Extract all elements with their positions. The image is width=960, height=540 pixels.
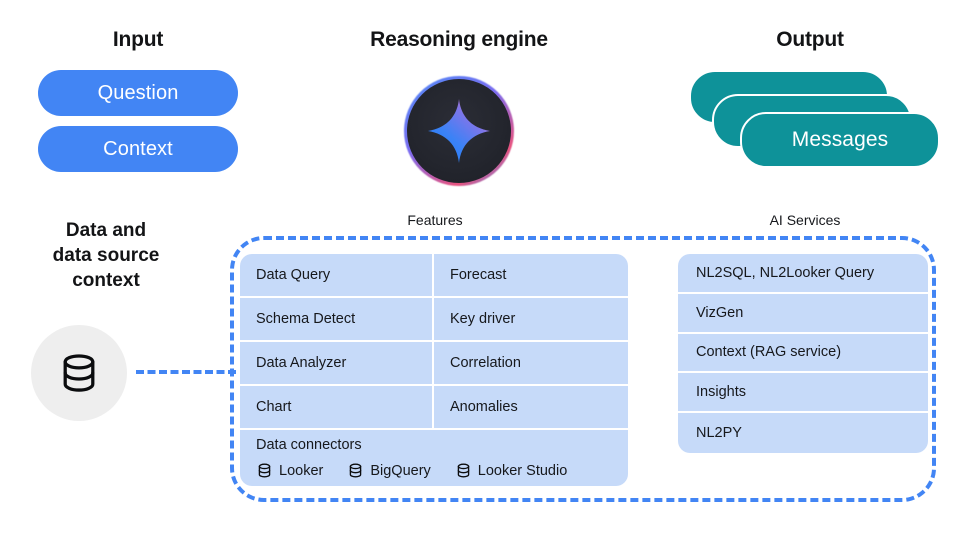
features-row: Schema Detect Key driver xyxy=(240,298,628,342)
data-source-connector-line xyxy=(136,370,236,374)
features-row: Data Query Forecast xyxy=(240,254,628,298)
feature-cell-correlation[interactable]: Correlation xyxy=(450,355,521,371)
column-title-input: Input xyxy=(112,28,164,51)
data-connectors-title: Data connectors xyxy=(256,437,362,453)
ai-services-card: NL2SQL, NL2Looker Query VizGen Context (… xyxy=(678,254,928,453)
data-source-label-line-3: context xyxy=(72,270,140,291)
column-title-reasoning-engine: Reasoning engine xyxy=(370,28,548,51)
input-pill-context[interactable]: Context xyxy=(38,126,238,172)
group-label-features: Features xyxy=(407,212,463,228)
connector-label: BigQuery xyxy=(370,462,431,479)
database-icon xyxy=(455,462,472,479)
database-icon xyxy=(56,350,102,396)
features-row: Chart Anomalies xyxy=(240,386,628,430)
features-card: Data Query Forecast Schema Detect Key dr… xyxy=(240,254,628,486)
data-source-label: Data and data source context xyxy=(6,218,206,293)
connector-looker-studio[interactable]: Looker Studio xyxy=(455,462,567,479)
column-title-output: Output xyxy=(776,28,844,51)
feature-cell-key-driver[interactable]: Key driver xyxy=(450,311,516,327)
data-connectors-row: Data connectors Looker xyxy=(240,430,628,486)
ai-service-row-vizgen[interactable]: VizGen xyxy=(678,294,928,334)
data-connectors-list: Looker BigQuery xyxy=(256,462,612,479)
data-source-circle xyxy=(31,325,127,421)
feature-cell-schema-detect[interactable]: Schema Detect xyxy=(240,298,434,340)
connector-label: Looker xyxy=(279,462,324,479)
features-row: Data Analyzer Correlation xyxy=(240,342,628,386)
reasoning-engine-orb xyxy=(404,76,514,186)
connector-looker[interactable]: Looker xyxy=(256,462,323,479)
feature-cell-chart[interactable]: Chart xyxy=(240,386,434,428)
group-label-ai-services: AI Services xyxy=(769,212,841,228)
services-dashed-container xyxy=(230,236,936,502)
ai-service-row-nl2sql[interactable]: NL2SQL, NL2Looker Query xyxy=(678,254,928,294)
data-source-label-line-1: Data and xyxy=(65,220,147,241)
feature-cell-forecast[interactable]: Forecast xyxy=(450,267,507,283)
connector-label: Looker Studio xyxy=(477,462,568,479)
input-pill-question[interactable]: Question xyxy=(38,70,238,116)
feature-cell-data-query[interactable]: Data Query xyxy=(240,254,434,296)
connector-bigquery[interactable]: BigQuery xyxy=(347,462,431,479)
database-icon xyxy=(347,462,364,479)
database-icon xyxy=(256,462,273,479)
ai-service-row-insights[interactable]: Insights xyxy=(678,373,928,414)
output-pill-messages[interactable]: Messages xyxy=(740,112,940,168)
ai-service-row-context[interactable]: Context (RAG service) xyxy=(678,334,928,374)
ai-service-row-nl2py[interactable]: NL2PY xyxy=(696,425,742,442)
feature-cell-data-analyzer[interactable]: Data Analyzer xyxy=(240,342,434,384)
feature-cell-anomalies[interactable]: Anomalies xyxy=(450,399,518,415)
data-source-label-line-2: data source xyxy=(52,245,160,266)
gemini-sparkle-icon xyxy=(428,99,490,163)
